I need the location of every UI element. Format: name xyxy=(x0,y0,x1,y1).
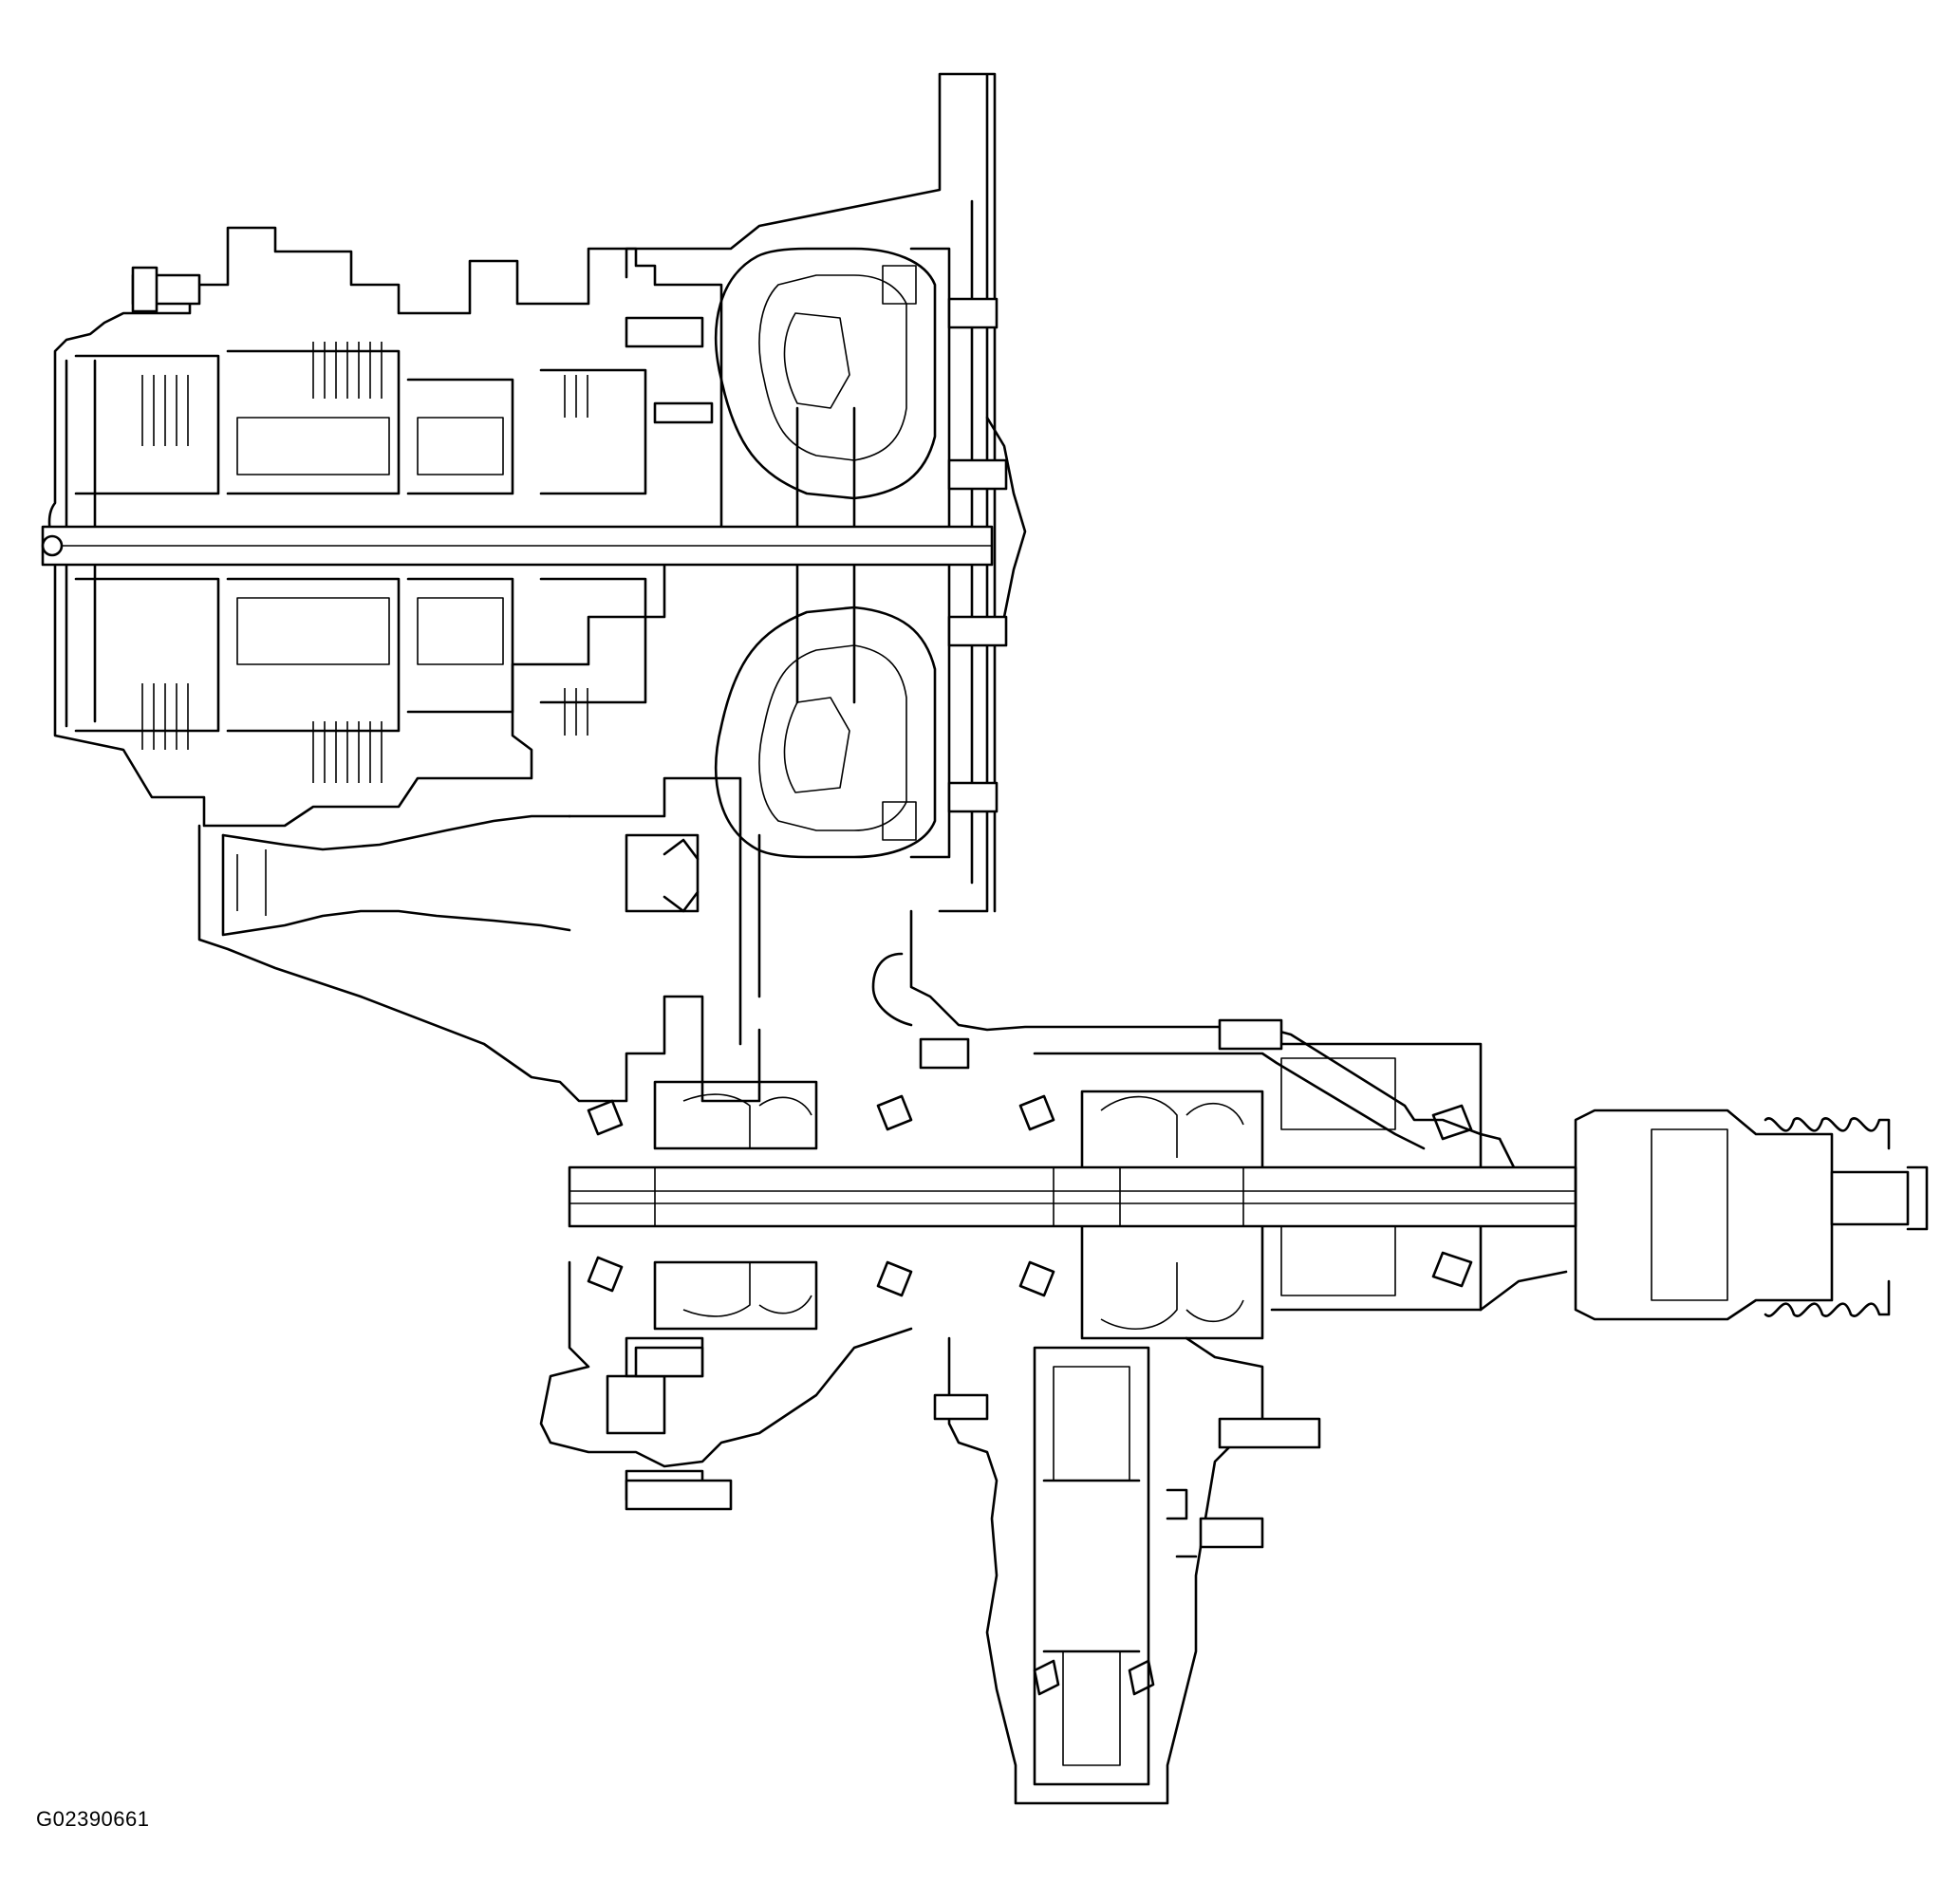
transfer-pinion-housing xyxy=(947,1336,1264,1805)
housing-bolts xyxy=(131,266,1321,1549)
counter-gear-housing xyxy=(197,776,761,1103)
figure-id-code: G02390661 xyxy=(36,1807,150,1831)
tapered-bearings xyxy=(587,1094,1473,1696)
lower-front-housing xyxy=(539,1260,913,1501)
output-axle-shaft xyxy=(568,1165,1577,1228)
differential-housing xyxy=(653,909,1568,1340)
cv-joint-boot xyxy=(1574,1109,1929,1321)
input-shaft xyxy=(41,525,994,567)
